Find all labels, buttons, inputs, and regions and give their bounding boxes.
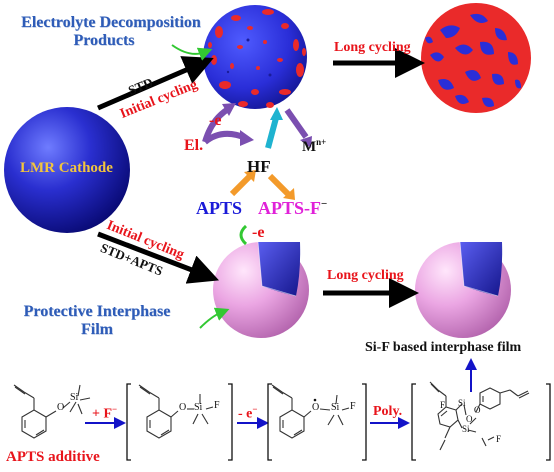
apts-f-label: APTS-F− xyxy=(258,198,327,219)
apts-f-sup: − xyxy=(321,198,328,210)
minus-e-scheme-text: - e xyxy=(238,406,253,422)
orange-arrow-apts xyxy=(229,173,253,197)
long-cycling-label-bottom: Long cycling xyxy=(327,268,404,283)
plus-f-text: + F xyxy=(92,406,113,422)
std-apts-arrow xyxy=(97,231,220,284)
electrolyte-label-line1: Electrolyte Decomposition xyxy=(21,14,201,31)
protective-interphase-label: Protective Interphase Film xyxy=(2,303,192,339)
atom-f-2: F xyxy=(214,400,220,411)
el-label: El. xyxy=(184,137,204,154)
apts-f-text: APTS-F xyxy=(258,198,321,218)
poly-label: Poly. xyxy=(373,404,403,419)
plus-f-sup: − xyxy=(112,404,118,414)
atom-si-3: Si xyxy=(331,402,340,413)
molecule-radical xyxy=(271,384,350,439)
scheme-brackets xyxy=(126,383,551,461)
apts-additive-label: APTS additive xyxy=(6,449,100,465)
atom-f-4b: F xyxy=(496,434,502,444)
molecule-polymer xyxy=(429,381,530,451)
si-f-film-label: Si-F based interphase film xyxy=(365,340,522,355)
plus-f-label: + F− xyxy=(92,404,117,423)
atom-si-4b: Si xyxy=(462,424,470,434)
electrolyte-decomposition-label: Electrolyte Decomposition Products xyxy=(2,14,220,50)
atom-si-4a: Si xyxy=(458,398,466,408)
atom-f-3: F xyxy=(350,401,356,412)
atom-o-4a: O xyxy=(466,414,473,424)
minus-e-label-top: -e xyxy=(209,112,222,129)
atom-si-2: Si xyxy=(194,402,203,413)
green-pointer-electrolyte xyxy=(171,44,213,61)
m-ion-text: M xyxy=(302,139,317,155)
orange-arrow-apts-f xyxy=(267,173,291,197)
green-pointer-interphase xyxy=(199,307,230,329)
atom-o-3: O xyxy=(312,402,320,413)
decomposed-sphere-long-cycling xyxy=(421,3,531,113)
lmr-cathode-sphere xyxy=(4,107,130,233)
atom-si-1: Si xyxy=(70,392,79,403)
atom-o-4b: O xyxy=(474,405,481,415)
green-electron-arc xyxy=(239,224,248,246)
minus-e-scheme-sup: − xyxy=(252,404,258,414)
cyan-arrow-hf xyxy=(265,117,279,149)
std-arrow xyxy=(97,56,214,111)
protective-label-line1: Protective Interphase xyxy=(23,303,171,320)
minus-e-label-mid: -e xyxy=(252,224,265,241)
atom-f-4a: F xyxy=(440,400,446,410)
purple-arrow-to-hf xyxy=(203,130,248,145)
protective-film-sphere xyxy=(213,241,309,338)
apts-label: APTS xyxy=(196,198,243,218)
atom-o-2: O xyxy=(179,402,187,413)
decomposition-sphere xyxy=(203,5,307,109)
hf-label: HF xyxy=(247,157,271,176)
purple-arrow-m xyxy=(284,108,309,139)
minus-e-scheme-label: - e− xyxy=(238,404,258,423)
protective-label-line2: Film xyxy=(81,321,113,338)
lmr-cathode-label: LMR Cathode xyxy=(20,160,113,176)
atom-o-1: O xyxy=(57,402,65,413)
molecule-apts xyxy=(13,384,91,439)
m-ion-label: Mn+ xyxy=(302,137,326,156)
electrolyte-label-line2: Products xyxy=(73,32,135,49)
molecule-apts-f xyxy=(138,384,214,439)
m-ion-sup: n+ xyxy=(316,137,327,147)
long-cycling-label-top: Long cycling xyxy=(334,40,411,55)
protective-film-sphere-long-cycling xyxy=(415,241,511,338)
